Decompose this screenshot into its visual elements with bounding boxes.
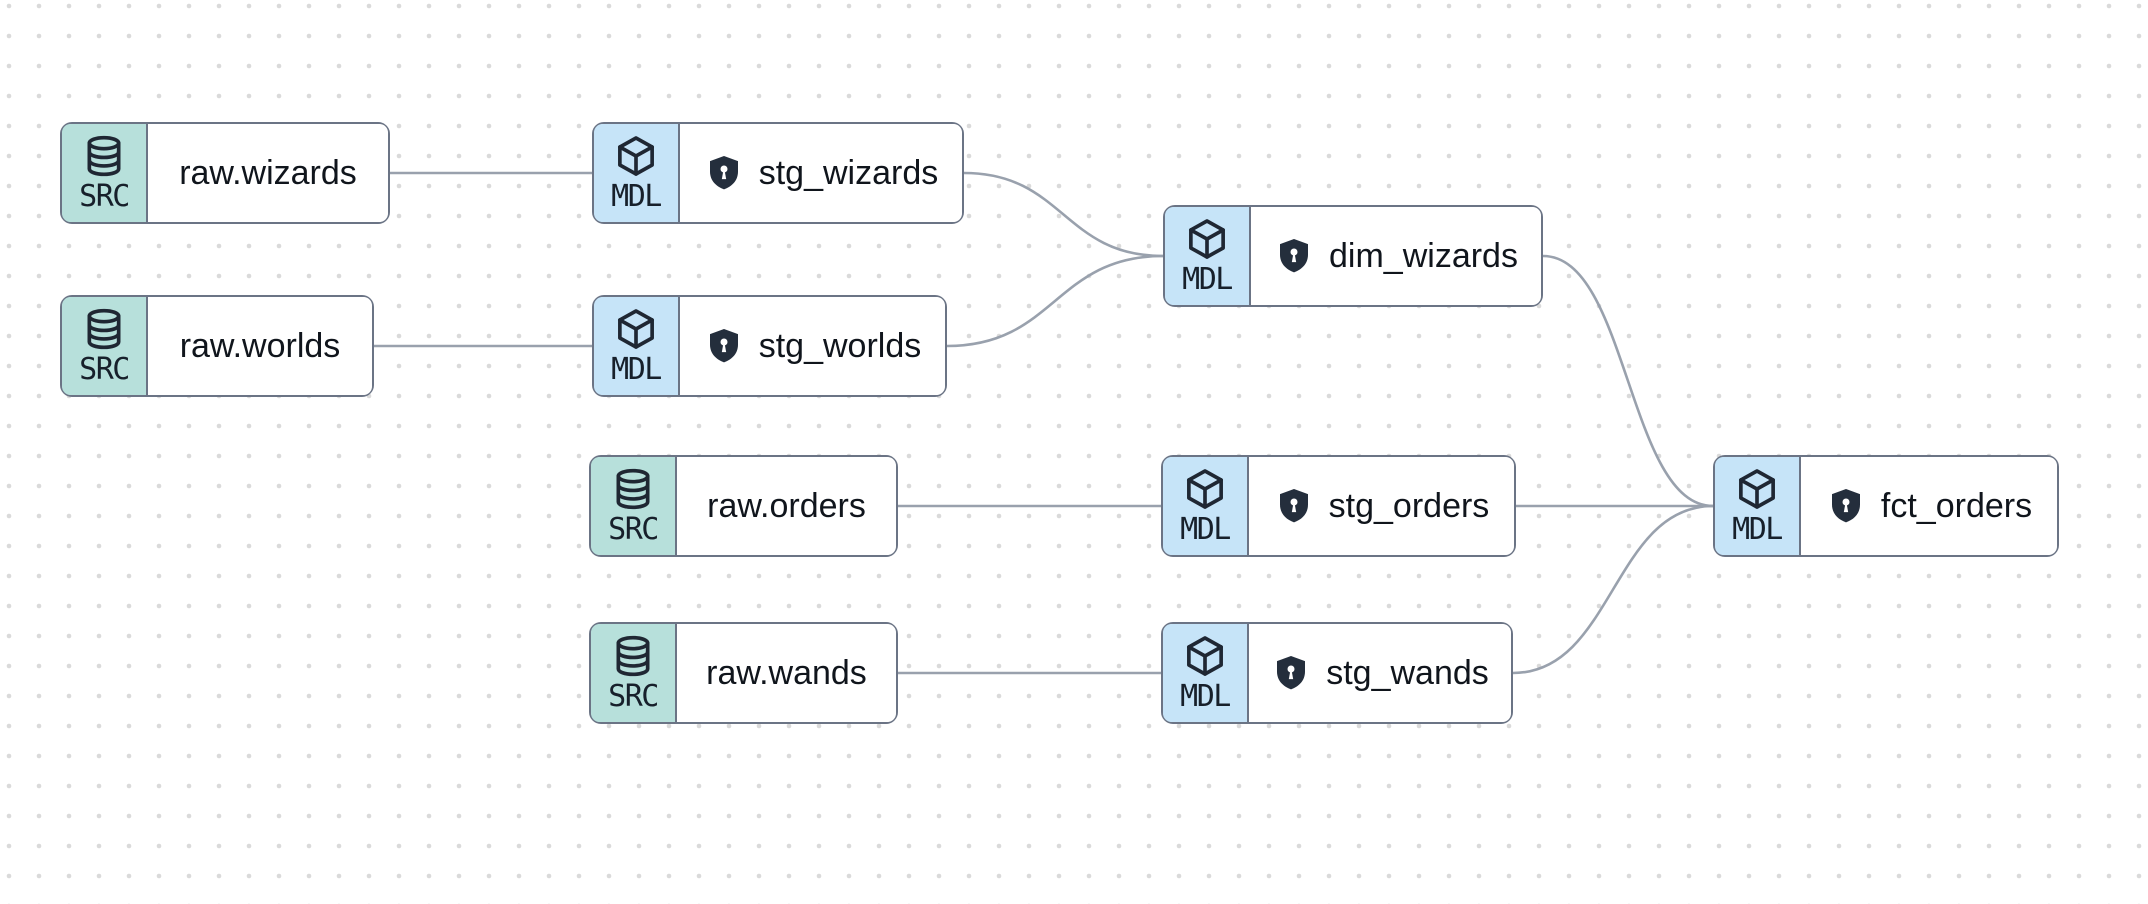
node-label: dim_wizards xyxy=(1329,236,1518,275)
node-type-cell: MDL xyxy=(1163,457,1249,555)
lineage-node-stg_wands[interactable]: MDL stg_wands xyxy=(1161,622,1513,724)
shield-icon xyxy=(1277,656,1306,690)
node-label: stg_orders xyxy=(1328,486,1490,525)
node-type-badge: MDL xyxy=(611,178,662,214)
lineage-edge-stg_worlds-to-dim_wizards xyxy=(945,254,1165,348)
node-type-cell: MDL xyxy=(1715,457,1801,555)
node-type-badge: SRC xyxy=(79,178,130,214)
node-label: raw.wizards xyxy=(179,153,357,192)
node-type-cell: MDL xyxy=(1165,207,1251,305)
node-label: stg_wands xyxy=(1326,653,1489,692)
node-label: raw.orders xyxy=(707,486,866,525)
node-content: stg_orders xyxy=(1249,457,1514,555)
cube-icon xyxy=(618,135,654,176)
node-type-cell: MDL xyxy=(594,297,680,395)
node-content: stg_wizards xyxy=(680,124,962,222)
lineage-edge-stg_wizards-to-dim_wizards xyxy=(962,171,1165,258)
lineage-node-stg_wizards[interactable]: MDL stg_wizards xyxy=(592,122,964,224)
shield-icon xyxy=(1279,489,1308,523)
node-type-cell: SRC xyxy=(62,297,148,395)
cube-icon xyxy=(1739,468,1775,509)
cube-icon xyxy=(1187,468,1223,509)
node-content: stg_worlds xyxy=(680,297,945,395)
lineage-node-raw_wizards[interactable]: SRC raw.wizards xyxy=(60,122,390,224)
node-content: stg_wands xyxy=(1249,624,1511,722)
lineage-node-stg_orders[interactable]: MDL stg_orders xyxy=(1161,455,1516,557)
node-type-badge: SRC xyxy=(79,351,130,387)
cube-icon xyxy=(1189,218,1225,259)
node-type-badge: SRC xyxy=(608,678,659,714)
node-label: raw.worlds xyxy=(179,326,341,365)
database-icon xyxy=(616,468,650,509)
cube-icon xyxy=(618,308,654,349)
node-type-badge: MDL xyxy=(1732,511,1783,547)
lineage-node-raw_wands[interactable]: SRC raw.wands xyxy=(589,622,898,724)
node-content: raw.wizards xyxy=(148,124,388,222)
node-type-badge: MDL xyxy=(1182,261,1233,297)
database-icon xyxy=(87,308,121,349)
shield-icon xyxy=(1280,239,1309,273)
node-content: fct_orders xyxy=(1801,457,2057,555)
node-type-badge: SRC xyxy=(608,511,659,547)
node-content: dim_wizards xyxy=(1251,207,1541,305)
node-label: stg_worlds xyxy=(758,326,922,365)
node-content: raw.worlds xyxy=(148,297,372,395)
node-content: raw.orders xyxy=(677,457,896,555)
lineage-node-raw_orders[interactable]: SRC raw.orders xyxy=(589,455,898,557)
shield-icon xyxy=(1831,489,1860,523)
node-type-cell: SRC xyxy=(591,457,677,555)
node-label: fct_orders xyxy=(1880,486,2033,525)
node-label: raw.wands xyxy=(706,653,867,692)
shield-icon xyxy=(709,329,738,363)
database-icon xyxy=(616,635,650,676)
lineage-node-dim_wizards[interactable]: MDL dim_wizards xyxy=(1163,205,1543,307)
lineage-edge-dim_wizards-to-fct_orders xyxy=(1541,254,1715,508)
node-label: stg_wizards xyxy=(758,153,939,192)
lineage-node-fct_orders[interactable]: MDL fct_orders xyxy=(1713,455,2059,557)
node-type-cell: MDL xyxy=(1163,624,1249,722)
node-content: raw.wands xyxy=(677,624,896,722)
node-type-badge: MDL xyxy=(1180,678,1231,714)
lineage-edge-stg_wands-to-fct_orders xyxy=(1511,504,1715,675)
node-type-badge: MDL xyxy=(611,351,662,387)
cube-icon xyxy=(1187,635,1223,676)
shield-icon xyxy=(709,156,738,190)
database-icon xyxy=(87,135,121,176)
lineage-node-stg_worlds[interactable]: MDL stg_worlds xyxy=(592,295,947,397)
node-type-cell: SRC xyxy=(62,124,148,222)
node-type-cell: MDL xyxy=(594,124,680,222)
node-type-cell: SRC xyxy=(591,624,677,722)
node-type-badge: MDL xyxy=(1180,511,1231,547)
lineage-node-raw_worlds[interactable]: SRC raw.worlds xyxy=(60,295,374,397)
